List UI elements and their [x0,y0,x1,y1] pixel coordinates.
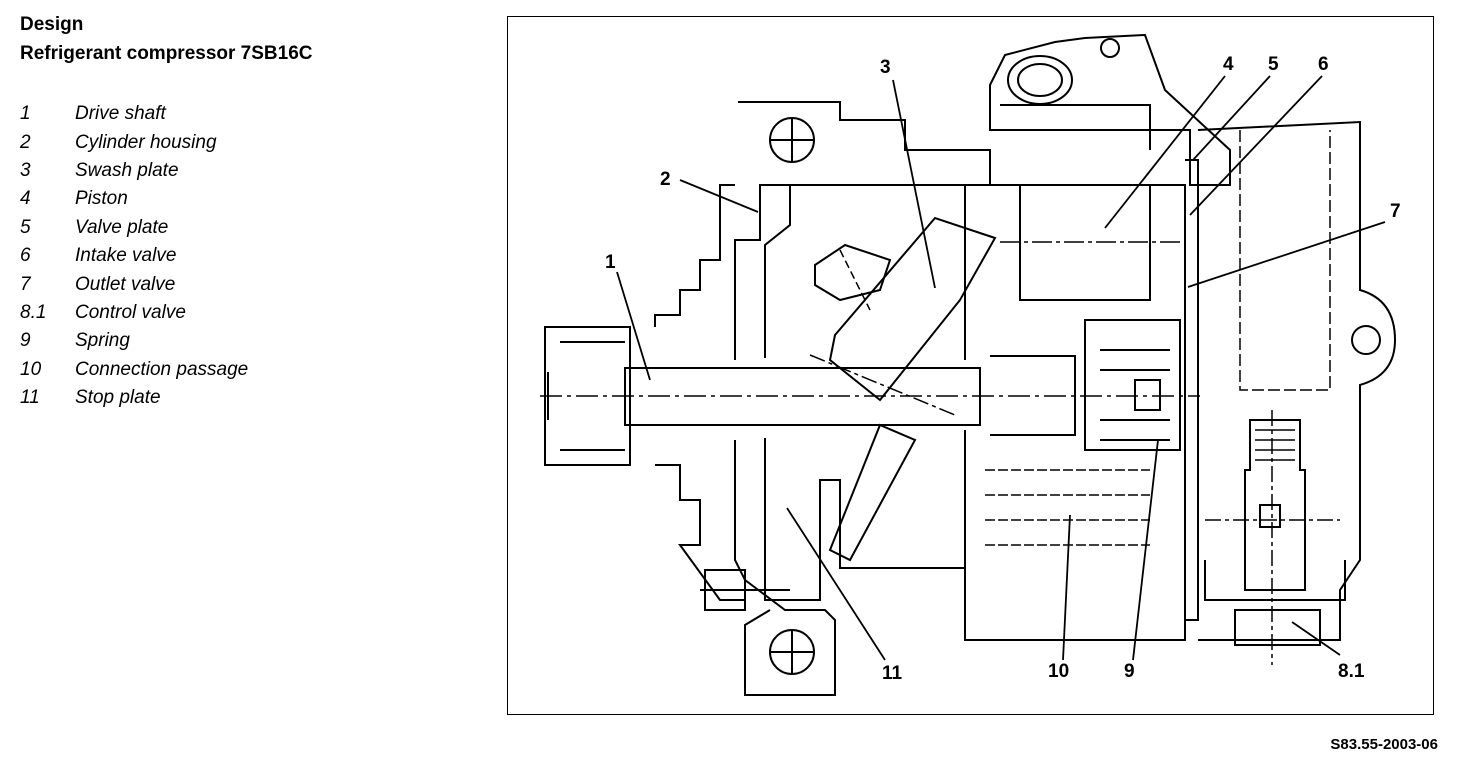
legend-number: 6 [20,245,31,267]
legend-label: Spring [75,330,130,352]
legend-label: Intake valve [75,245,177,267]
legend-item: 10 Connection passage [20,356,248,384]
callout-3: 3 [880,57,891,78]
legend-label: Connection passage [75,358,249,380]
discharge-fitting [989,33,1231,186]
legend-number: 5 [20,216,31,238]
callout-8-1: 8.1 [1338,661,1365,682]
legend-label: Piston [75,188,128,210]
legend-label: Control valve [75,301,186,323]
drive-shaft-body [624,367,981,426]
legend-label: Stop plate [75,387,161,409]
leader-7 [1187,221,1386,288]
callout-6: 6 [1318,54,1329,75]
swash-chamber [764,184,966,601]
legend-number: 7 [20,273,31,295]
legend-label: Drive shaft [75,103,166,125]
swash-plate [828,216,997,402]
callout-1: 1 [605,252,616,273]
legend-item: 4 Piston [20,185,248,213]
callout-11: 11 [882,663,903,684]
callout-10: 10 [1048,661,1070,682]
leader-5 [1192,75,1271,161]
legend-label: Cylinder housing [75,131,217,153]
legend-number: 8.1 [20,301,47,323]
leader-6 [1189,75,1323,216]
legend-item: 6 Intake valve [20,242,248,270]
figure-reference: S83.55-2003-06 [1330,736,1438,753]
legend-item: 5 Valve plate [20,214,248,242]
legend-number: 2 [20,131,31,153]
valve-plate [1185,159,1199,621]
legend-number: 4 [20,188,31,210]
leader-3 [892,79,936,289]
legend-number: 10 [20,358,42,380]
legend-number: 9 [20,330,31,352]
leader-9 [1132,439,1159,661]
leader-1 [616,271,651,381]
legend-item: 11 Stop plate [20,384,248,412]
passage [985,469,1150,546]
parts-legend: 1 Drive shaft 2 Cylinder housing 3 Swash pl… [20,100,248,412]
spring [1100,349,1170,441]
control-valve [1244,419,1306,591]
callout-2: 2 [660,169,671,190]
swash-slipper [814,243,892,302]
legend-item: 8.1 Control valve [20,299,248,327]
callout-7: 7 [1390,201,1401,222]
leader-10 [1062,514,1071,661]
legend-item: 3 Swash plate [20,157,248,185]
legend-number: 11 [20,387,40,409]
flange-steps [654,184,745,601]
leader-8-1 [1291,621,1341,656]
leader-4 [1104,75,1226,229]
bearing-rear [1084,319,1181,451]
callout-9: 9 [1124,661,1135,682]
swash-plate-lower [828,423,917,562]
piston [1019,184,1151,301]
legend-number: 1 [20,103,31,125]
front-housing [734,101,991,696]
diagram-frame [507,16,1434,715]
section-heading: Design [20,14,84,35]
legend-label: Valve plate [75,216,169,238]
legend-item: 9 Spring [20,327,248,355]
leader-2 [679,179,759,213]
legend-item: 7 Outlet valve [20,270,248,298]
callout-5: 5 [1268,54,1279,75]
shaft-hub [544,326,631,466]
leader-11 [786,507,886,661]
legend-label: Outlet valve [75,273,176,295]
rear-head [1197,120,1397,641]
legend-label: Swash plate [75,159,179,181]
legend-item: 1 Drive shaft [20,100,248,128]
legend-number: 3 [20,159,31,181]
diagram-title: Refrigerant compressor 7SB16C [20,43,313,64]
callout-4: 4 [1223,54,1234,75]
legend-item: 2 Cylinder housing [20,128,248,156]
